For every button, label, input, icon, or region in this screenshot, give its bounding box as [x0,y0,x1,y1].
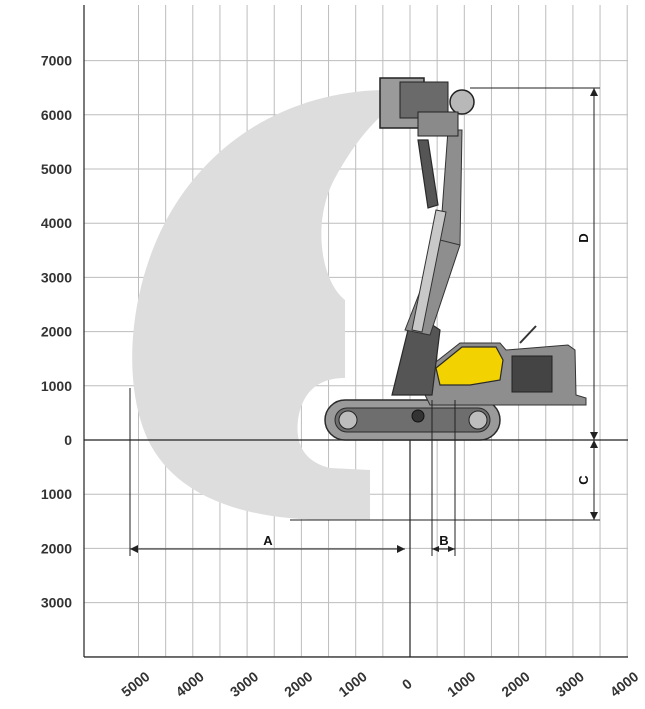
dimension-b-label: B [439,533,448,548]
antenna [519,325,537,344]
dimension-d-arrow-top [590,88,598,96]
hydraulic-cylinder [417,139,439,209]
y-tick-label: 6000 [41,107,72,123]
center-wheel [411,409,425,423]
x-tick-label: 4000 [607,668,642,700]
x-tick-label: 3000 [553,668,588,700]
dimension-b-arrow-right [448,546,455,552]
reach-envelope [132,90,395,520]
y-tick-label: 2000 [41,324,72,340]
dimension-d-arrow-bottom [590,432,598,440]
dimension-a-arrow-left [130,545,138,553]
y-tick-label: 5000 [41,161,72,177]
dimension-c-arrow-top [590,440,598,448]
dimension-a-arrow-right [397,545,405,553]
x-tick-label: 2000 [281,668,316,700]
machine [324,77,587,441]
dimensions: D C A B [129,87,600,556]
y-tick-label: 7000 [41,53,72,69]
dimension-a-label: A [263,533,273,548]
dimension-c-arrow-bottom [590,512,598,520]
dimension-b-arrow-left [432,546,439,552]
y-tick-label: 4000 [41,215,72,231]
y-tick-label: 1000 [41,378,72,394]
dimension-c-label: C [576,475,591,485]
boom-arm-link [411,209,447,333]
x-axis-ticks: 5000 4000 3000 2000 1000 0 1000 2000 3000 4000 [118,668,641,700]
x-tick-label: 4000 [173,668,208,700]
head-mount [417,111,459,137]
idler-wheel [468,410,488,430]
x-tick-label: 2000 [498,668,533,700]
x-tick-label: 1000 [444,668,479,700]
y-tick-label: 3000 [41,595,72,611]
x-tick-label: 3000 [227,668,262,700]
head-rotator [449,89,475,115]
radiator-grille [511,355,553,393]
y-tick-label: 2000 [41,540,72,556]
x-tick-label: 5000 [118,668,153,700]
y-tick-label: 0 [64,432,72,448]
x-tick-label: 1000 [335,668,370,700]
y-tick-label: 1000 [41,486,72,502]
x-tick-label: 0 [399,675,415,693]
drive-wheel [338,410,358,430]
yellow-cover [435,346,504,386]
y-tick-label: 3000 [41,269,72,285]
track-inner [334,407,491,433]
y-axis-ticks: 7000 6000 5000 4000 3000 2000 1000 0 1000 2000 300… [41,53,72,611]
dimension-d-label: D [576,233,591,242]
